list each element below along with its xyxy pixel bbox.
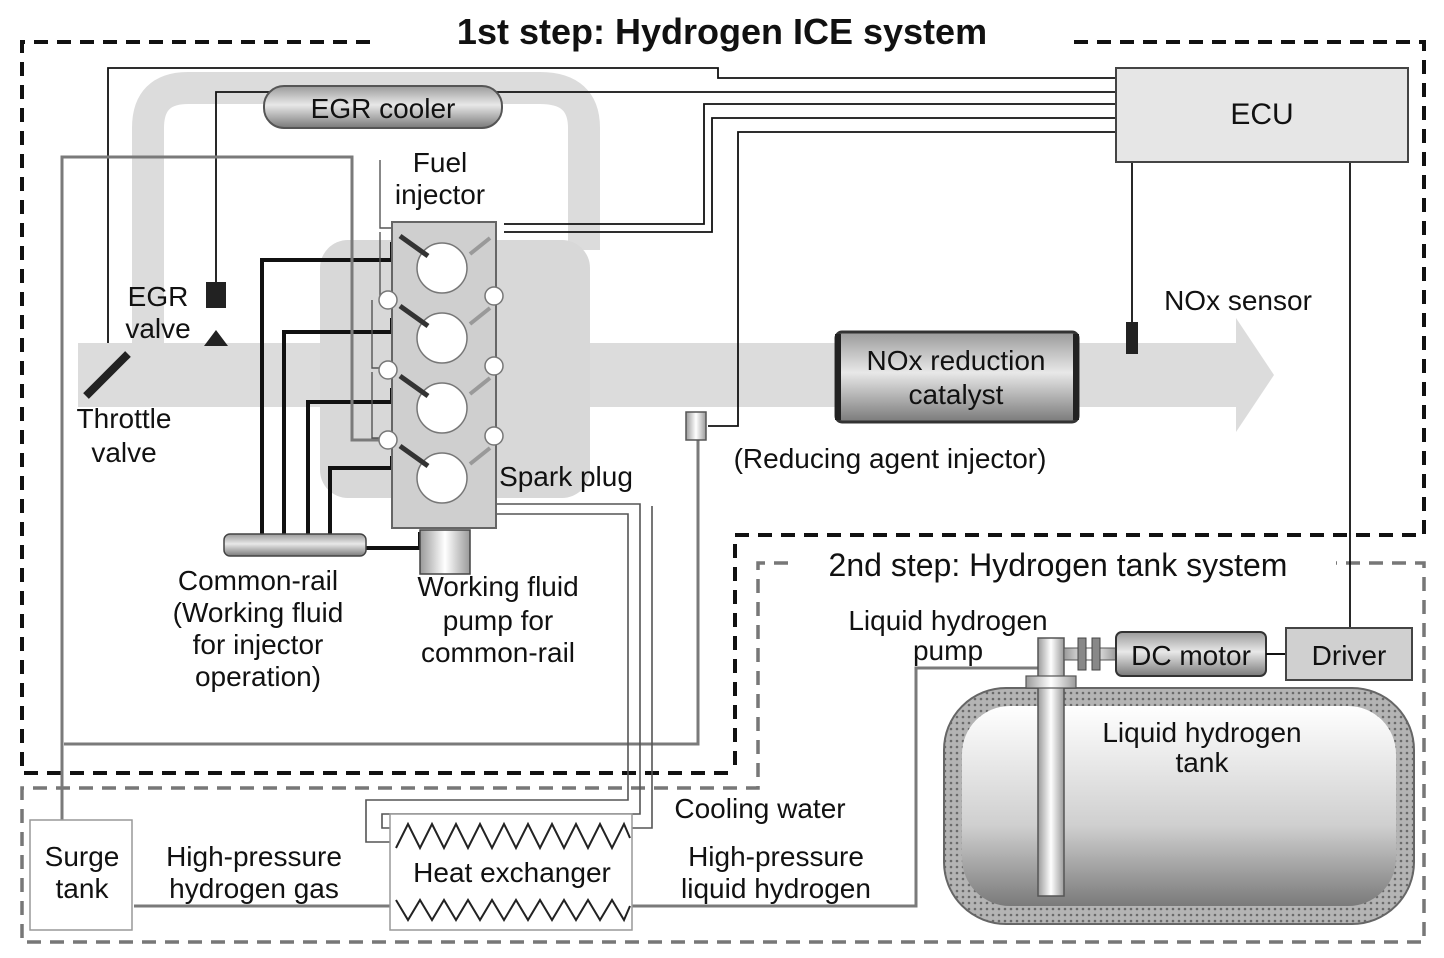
egr-valve-label-2: valve — [125, 313, 190, 344]
egr-valve-seat-icon — [204, 330, 228, 346]
nox-sensor-label: NOx sensor — [1164, 285, 1312, 316]
fuel-injector-label-2: injector — [395, 179, 485, 210]
hp-liquid-label-2: liquid hydrogen — [681, 873, 871, 904]
pump-flange — [1025, 675, 1077, 689]
nox-sensor-icon — [1126, 322, 1138, 354]
fuel-injector-label-1: Fuel — [413, 147, 467, 178]
hp-gas-label-2: hydrogen gas — [169, 873, 339, 904]
egr-valve-label-1: EGR — [128, 281, 189, 312]
step1-boundary — [20, 40, 1426, 775]
ecu-label: ECU — [1230, 98, 1293, 131]
lh2-tank-label-1: Liquid hydrogen — [1102, 717, 1301, 748]
common-rail-label-1: Common-rail — [178, 565, 338, 596]
throttle-label-2: valve — [91, 437, 156, 468]
surge-tank-box — [29, 819, 133, 931]
common-rail-label-2: (Working fluid — [173, 597, 344, 628]
reducing-agent-injector-icon — [685, 411, 707, 441]
lh2-pump-label-2: pump — [913, 635, 983, 666]
step1-title: 1st step: Hydrogen ICE system — [457, 11, 987, 52]
fuel-injector-icons — [398, 233, 430, 469]
nox-catalyst-label-2: catalyst — [909, 379, 1004, 410]
lh2-tank-label-2: tank — [1176, 747, 1230, 778]
heat-exchanger-label: Heat exchanger — [413, 857, 611, 888]
surge-tank-label-2: tank — [56, 873, 110, 904]
step2-title: 2nd step: Hydrogen tank system — [829, 547, 1288, 583]
intake-exhaust-flow — [78, 72, 1274, 498]
dc-motor-label: DC motor — [1131, 640, 1251, 671]
spark-plug-label: Spark plug — [499, 461, 633, 492]
egr-cooler-label: EGR cooler — [311, 93, 456, 124]
wf-pump-label-1: Working fluid — [417, 571, 578, 602]
wf-pump-label-2: pump for — [443, 605, 554, 636]
common-rail-label-4: operation) — [195, 661, 321, 692]
cooling-water-loop — [365, 503, 653, 843]
hp-liquid-label-1: High-pressure — [688, 841, 864, 872]
step2-boundary — [20, 561, 1426, 944]
nox-catalyst-label-1: NOx reduction — [867, 345, 1046, 376]
labels: 1st step: Hydrogen ICE system 2nd step: … — [45, 10, 1387, 904]
ecu-box — [1115, 67, 1409, 163]
hydrogen-feed-lines — [60, 155, 1040, 908]
common-rail-label-3: for injector — [193, 629, 324, 660]
shaft-coupling — [1063, 637, 1117, 671]
driver-box — [1285, 627, 1413, 681]
wf-pump-label-3: common-rail — [421, 637, 575, 668]
heat-exchanger-coil-bottom — [395, 898, 631, 923]
lh2-pump-label-1: Liquid hydrogen — [848, 605, 1047, 636]
egr-valve-actuator-icon — [206, 282, 226, 308]
spark-plug-icons — [468, 236, 492, 466]
driver-label: Driver — [1312, 640, 1387, 671]
cylinders — [378, 242, 504, 504]
exhaust-arrow — [1236, 318, 1274, 432]
heat-exchanger-coil-top — [395, 821, 631, 851]
common-rail — [223, 533, 367, 557]
engine-head — [378, 221, 504, 529]
hp-gas-label-1: High-pressure — [166, 841, 342, 872]
reducing-agent-label: (Reducing agent injector) — [734, 443, 1047, 474]
cooling-water-label: Cooling water — [674, 793, 845, 824]
throttle-label-1: Throttle — [77, 403, 172, 434]
working-fluid-pump — [419, 529, 471, 575]
ecu-signal-wires — [107, 67, 1351, 628]
heat-exchanger-box — [389, 813, 633, 931]
throttle-valve-icon — [83, 351, 131, 399]
surge-tank-label-1: Surge — [45, 841, 120, 872]
egr-cooler — [263, 85, 503, 129]
